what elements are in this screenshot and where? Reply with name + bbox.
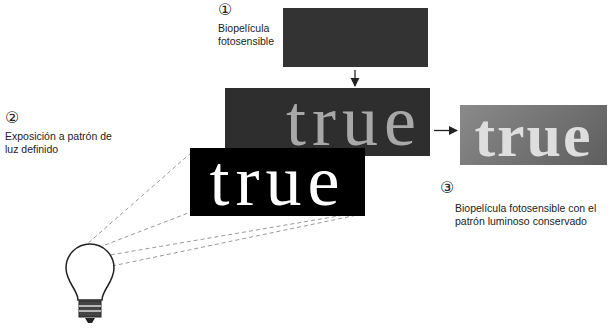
step-arrow: [354, 70, 355, 86]
step-label: Biopelícula fotosensible con el patrón l…: [455, 202, 605, 228]
light-bulb: [66, 244, 114, 323]
step-label: Exposición a patrón de luz definido: [5, 130, 123, 156]
callout-number: ①: [218, 2, 248, 18]
patterned-biofilm: true: [460, 105, 607, 165]
callout-number: ③: [440, 180, 470, 196]
callout-number: ②: [5, 110, 35, 126]
photosensitive-biofilm: [283, 8, 428, 67]
pattern-text: true: [474, 110, 592, 161]
pattern-text: true: [286, 92, 422, 151]
light-rays: [78, 152, 362, 266]
biofilm-panel: true: [225, 88, 430, 156]
step-label: Biopelícula fotosensible: [218, 22, 280, 48]
light-pattern-mask: true: [190, 148, 365, 216]
pattern-text: true: [210, 152, 346, 211]
step-arrow: [434, 130, 457, 131]
